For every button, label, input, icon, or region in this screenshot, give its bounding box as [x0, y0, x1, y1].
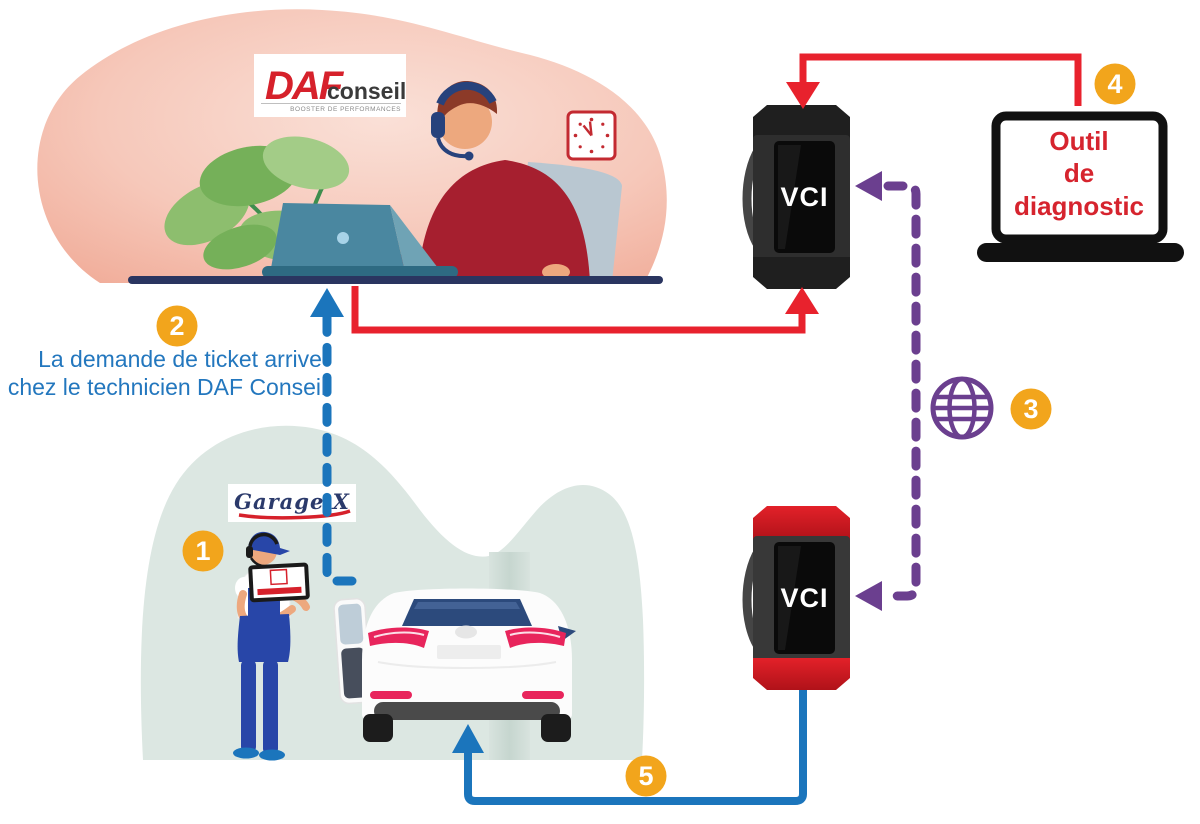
diagnostic-tool-line-2: de [1064, 158, 1094, 188]
purple-dashed-connector [855, 171, 921, 611]
svg-text:5: 5 [638, 761, 653, 791]
mechanic-cap [248, 531, 290, 555]
garage-scene: Garage X [140, 425, 645, 761]
desk [128, 276, 663, 284]
vci-device-top: VCI [742, 105, 850, 289]
step-badge-3: 3 [1010, 388, 1052, 430]
diagnostic-laptop-base [977, 243, 1184, 262]
car [333, 588, 576, 742]
step-badge-4: 4 [1094, 63, 1136, 105]
mechanic [233, 531, 310, 761]
mechanic-headset-icon [248, 532, 279, 547]
step-badge-5: 5 [625, 755, 667, 797]
car-wheel [541, 714, 571, 742]
garage-sign-text: Garage X [234, 489, 350, 514]
diagnostic-laptop: Outil de diagnostic [977, 111, 1184, 262]
tablet-logo [269, 568, 288, 586]
step-2-caption: La demande de ticket arrive chez le tech… [8, 346, 326, 400]
blue-dashed-arrow-tablet-to-desk [310, 288, 357, 586]
mechanic-leg [241, 660, 256, 752]
laptop-logo-dot [337, 232, 349, 244]
logo-brand-text: DAF [265, 64, 345, 108]
step-badge-2: 2 [156, 305, 198, 347]
office-scene: DAF conseil BOOSTER DE PERFORMANCES [37, 9, 667, 284]
red-arrow-diagnostic-to-vci [786, 53, 1082, 109]
garage-sign-underline [238, 509, 351, 520]
vci-top-label: VCI [780, 182, 828, 212]
logo-tagline-text: BOOSTER DE PERFORMANCES [290, 106, 401, 113]
technician-body [418, 160, 590, 282]
svg-text:1: 1 [195, 536, 210, 566]
red-arrow-desk-to-vci [351, 286, 819, 334]
vci-device-bottom: VCI [742, 506, 850, 690]
mechanic-leg [263, 660, 278, 754]
mechanic-tablet [248, 562, 310, 603]
car-license-plate [437, 645, 501, 659]
mechanic-shoe [233, 747, 259, 759]
car-open-door [333, 597, 372, 705]
diagnostic-tool-line-3: diagnostic [1014, 191, 1144, 221]
svg-text:4: 4 [1107, 69, 1122, 99]
technician-laptop [262, 203, 458, 278]
diagnostic-tool-line-1: Outil [1049, 126, 1108, 156]
svg-text:3: 3 [1023, 394, 1038, 424]
logo-suffix-text: conseil [327, 78, 406, 104]
headset-mic-icon [436, 137, 468, 159]
mechanic-shoe [259, 749, 285, 761]
mechanic-overalls [237, 614, 291, 662]
headset-earcup-icon [431, 112, 445, 138]
step-badge-1: 1 [182, 530, 224, 572]
wall-clock-icon [566, 110, 617, 161]
garage-sign: Garage X [228, 484, 356, 522]
diagnostic-laptop-screen [991, 111, 1168, 244]
vci-bottom-label: VCI [780, 583, 828, 613]
car-wheel [363, 714, 393, 742]
car-reflector [370, 691, 412, 699]
svg-text:2: 2 [169, 311, 184, 341]
daf-conseil-logo: DAF conseil BOOSTER DE PERFORMANCES [254, 54, 406, 117]
svg-text:chez le technicien DAF Conseil: chez le technicien DAF Conseil [8, 374, 326, 400]
blue-arrow-vci-to-car [452, 690, 807, 805]
car-emblem [455, 625, 477, 639]
car-bumper [374, 702, 560, 720]
car-reflector [522, 691, 564, 699]
globe-icon [930, 376, 994, 440]
headset-band-icon [436, 81, 497, 106]
svg-text:La demande de ticket arrive: La demande de ticket arrive [38, 346, 322, 372]
tablet-banner [257, 586, 302, 596]
